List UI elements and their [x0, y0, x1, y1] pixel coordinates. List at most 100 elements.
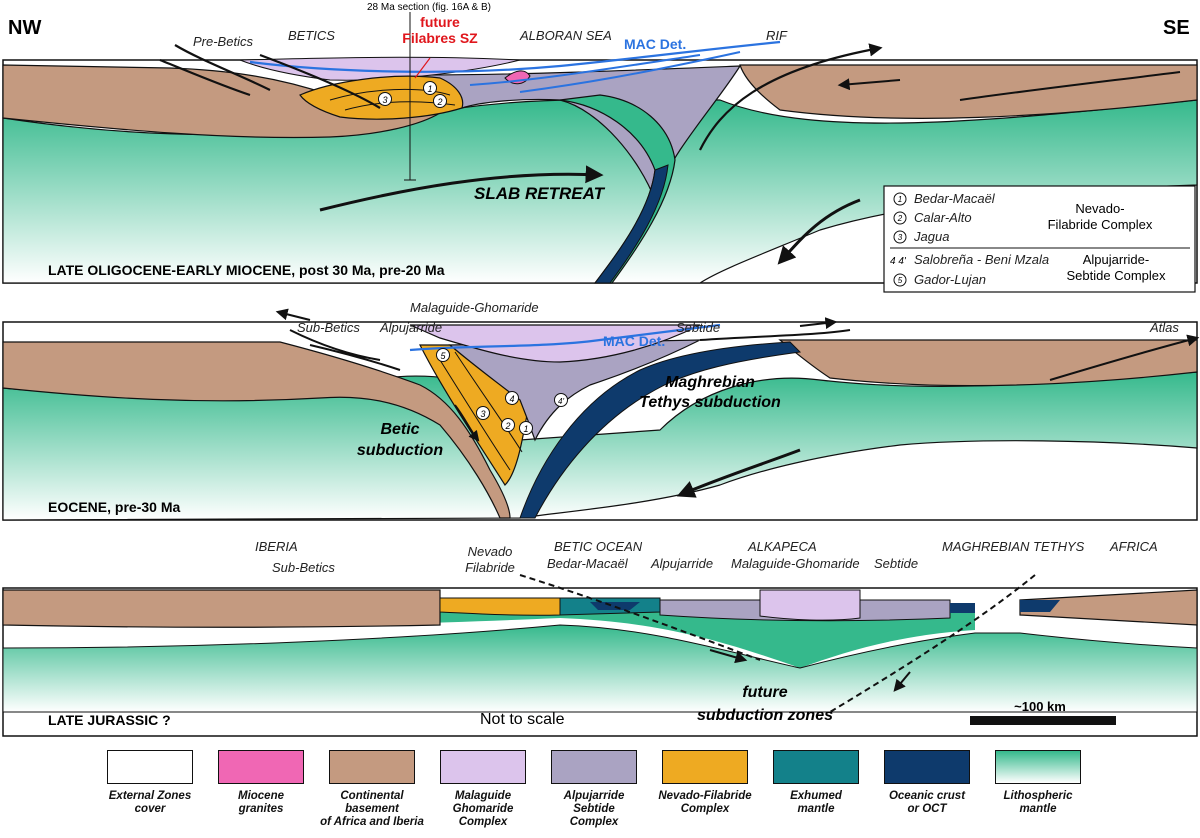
svg-text:5: 5	[898, 276, 903, 285]
top-panel-title: LATE OLIGOCENE-EARLY MIOCENE, post 30 Ma…	[48, 262, 445, 278]
middle-betic-arrow	[454, 404, 480, 442]
bottom-sz-arrow-1	[709, 649, 748, 664]
middle-subbetic-arrow	[275, 308, 311, 321]
key-row4-nums: 4 4'	[890, 256, 907, 267]
bottom-label-sebtide: Sebtide	[874, 556, 918, 571]
key-group2-line1: Alpujarride-	[1083, 252, 1149, 267]
key-group2-line2: Sebtide Complex	[1067, 268, 1166, 283]
svg-text:Gador-Lujan: Gador-Lujan	[914, 272, 986, 287]
key-row-1: 1 Bedar-Macaël	[893, 191, 996, 206]
middle-unit-1: 1	[519, 421, 533, 435]
top-betic-thrusts	[159, 44, 381, 109]
bottom-label-africa: AFRICA	[1109, 539, 1158, 554]
top-unit-1: 1	[423, 81, 437, 95]
bottom-malaguide	[759, 589, 861, 621]
top-rif-thrust	[699, 43, 883, 151]
svg-text:3: 3	[382, 95, 387, 105]
svg-text:Calar-Alto: Calar-Alto	[914, 210, 972, 225]
bottom-nevado	[439, 597, 561, 616]
top-basement-right	[739, 64, 1198, 119]
svg-text:1: 1	[427, 84, 432, 94]
middle-label-maghrebian-2: Tethys subduction	[639, 394, 781, 411]
svg-text:1: 1	[898, 195, 902, 204]
future-sz-line1: future	[420, 14, 460, 30]
section-note: 28 Ma section (fig. 16A & B)	[367, 2, 491, 13]
nw-label: NW	[8, 17, 41, 39]
bottom-tethys-oceanic	[950, 600, 1060, 613]
bottom-label-iberia: IBERIA	[255, 539, 298, 554]
top-label-betics: BETICS	[288, 28, 335, 43]
top-slab-oceanic	[593, 164, 669, 284]
svg-text:4: 4	[509, 394, 514, 404]
svg-text:4': 4'	[558, 397, 564, 406]
slab-retreat-label: SLAB RETREAT	[474, 184, 606, 203]
svg-text:2: 2	[897, 214, 903, 223]
middle-unit-2: 2	[501, 418, 515, 432]
top-right-fault	[959, 71, 1181, 101]
middle-thrusts	[289, 329, 851, 371]
middle-alpujarride	[448, 339, 701, 442]
bottom-sz-arrow-2	[893, 671, 911, 692]
middle-panel-title: EOCENE, pre-30 Ma	[48, 499, 180, 515]
middle-atlas-fault	[1049, 334, 1200, 381]
top-mac-detachment	[249, 40, 781, 73]
bottom-label-alkapeca: ALKAPECA	[747, 539, 817, 554]
panel-top: 28 Ma section (fig. 16A & B) Pre-Betics …	[2, 2, 1198, 284]
bottom-future-line2: subduction zones	[697, 707, 833, 724]
panel-middle: Malaguide-Ghomaride Sub-Betics Alpujarri…	[2, 300, 1200, 521]
middle-nevado-bands	[439, 351, 523, 471]
middle-unit-5: 5	[436, 348, 450, 362]
middle-label-betic-2: subduction	[357, 442, 443, 459]
middle-oceanic-slab	[519, 341, 802, 519]
middle-right-arrow	[799, 317, 838, 330]
middle-label-atlas: Atlas	[1149, 320, 1179, 335]
middle-label-malaguide: Malaguide-Ghomaride	[410, 300, 539, 315]
key-row-5: 5 Gador-Lujan	[893, 272, 986, 287]
middle-unit-3: 3	[476, 406, 490, 420]
middle-unit-4p: 4'	[554, 393, 568, 407]
bottom-label-maghrebian: MAGHREBIAN TETHYS	[942, 539, 1085, 554]
top-label-alboran: ALBORAN SEA	[519, 28, 612, 43]
future-sz-pointer	[414, 57, 431, 79]
svg-text:Bedar-Macaël: Bedar-Macaël	[914, 191, 996, 206]
bottom-label-bedar: Bedar-Macaël	[547, 556, 629, 571]
top-mantle-flow-arrow	[777, 198, 861, 265]
svg-text:3: 3	[480, 409, 485, 419]
svg-text:2: 2	[504, 421, 510, 431]
legend-swatch-exhumed-mantle	[773, 750, 859, 784]
scale-bar	[970, 716, 1116, 725]
middle-label-sub-betics: Sub-Betics	[297, 320, 360, 335]
top-rif-arrow	[837, 78, 901, 91]
middle-label-sebtide: Sebtide	[676, 320, 720, 335]
top-unit-2: 2	[433, 94, 447, 108]
key-group1-line2: Filabride Complex	[1048, 217, 1153, 232]
svg-text:1: 1	[523, 424, 528, 434]
top-label-mac-det: MAC Det.	[624, 36, 686, 52]
bottom-future-sz-1	[519, 574, 761, 661]
middle-mantle-flow-arrow	[676, 448, 801, 498]
middle-mac-detachment	[409, 323, 721, 352]
middle-label-maghrebian-1: Maghrebian	[665, 374, 755, 391]
bottom-basement-iberia	[2, 589, 441, 628]
panel-bottom: IBERIA Sub-Betics Nevado Filabride BETIC…	[2, 539, 1198, 737]
top-label-rif: RIF	[766, 28, 788, 43]
middle-label-betic-1: Betic	[380, 421, 419, 438]
legend-swatch-malaguide	[440, 750, 526, 784]
middle-unit-4: 4	[505, 391, 519, 405]
scale-label: ~100 km	[1014, 699, 1066, 714]
se-label: SE	[1163, 17, 1190, 39]
bottom-label-sub-betics: Sub-Betics	[272, 560, 335, 575]
middle-label-mac-det: MAC Det.	[603, 333, 665, 349]
svg-text:Jagua: Jagua	[913, 229, 949, 244]
